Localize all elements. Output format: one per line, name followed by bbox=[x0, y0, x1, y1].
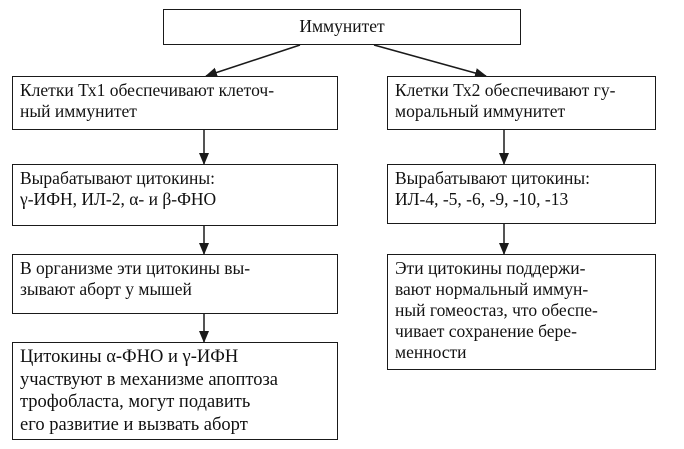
node-th2-humoral-immunity: Клетки Тх2 обеспечивают гу- моральный им… bbox=[387, 76, 656, 130]
node-th2-cytokines: Вырабатывают цитокины: ИЛ-4, -5, -6, -9,… bbox=[387, 164, 656, 224]
node-th1-cytokines: Вырабатывают цитокины: γ-ИФН, ИЛ-2, α- и… bbox=[12, 164, 338, 226]
node-th1-cellular-immunity: Клетки Тх1 обеспечивают клеточ- ный имму… bbox=[12, 76, 338, 130]
node-th1-abortion-mice: В организме эти цитокины вы- зывают абор… bbox=[12, 254, 338, 314]
root-node-immunity: Иммунитет bbox=[163, 9, 521, 45]
arrow-root-to-left bbox=[205, 44, 301, 78]
arrow-root-to-right bbox=[373, 44, 487, 78]
node-th2-homeostasis: Эти цитокины поддержи- вают нормальный и… bbox=[387, 254, 656, 370]
node-th1-apoptosis: Цитокины α-ФНО и γ-ИФН участвуют в механ… bbox=[12, 342, 338, 440]
